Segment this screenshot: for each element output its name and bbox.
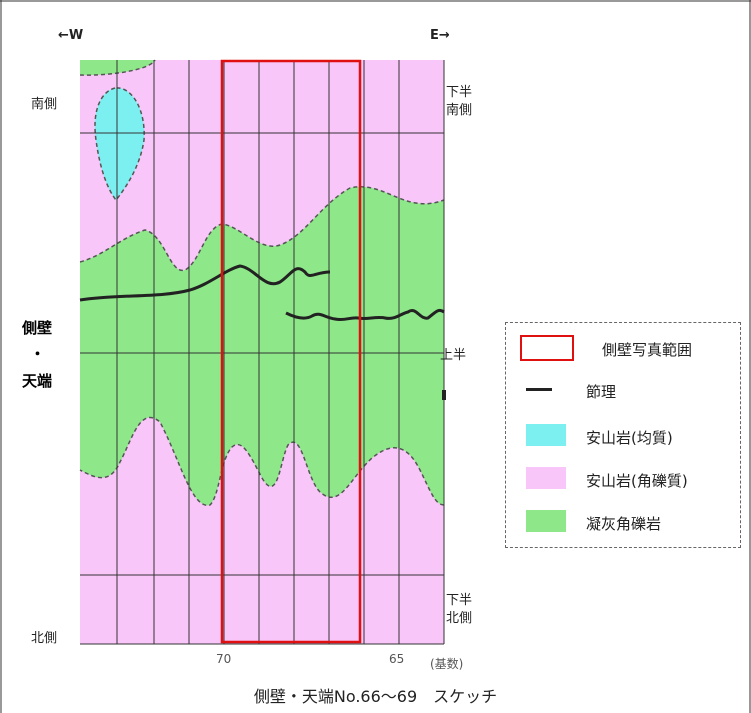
photo-range-swatch bbox=[520, 335, 574, 361]
tick-65: 65 bbox=[389, 652, 405, 666]
legend-row-photo-range: 側壁写真範囲 bbox=[506, 333, 740, 363]
unit-label: (基数) bbox=[430, 657, 464, 671]
tuff-breccia-band bbox=[80, 186, 444, 506]
upper-half-label: 上半 bbox=[440, 348, 467, 363]
lower-half-north-label-2: 北側 bbox=[446, 611, 473, 626]
legend-photo-range-label: 側壁写真範囲 bbox=[602, 341, 693, 359]
joint-swatch bbox=[526, 388, 552, 391]
side-wall-label: 側壁 bbox=[22, 319, 53, 337]
andesite-brecciated-swatch bbox=[526, 467, 566, 489]
legend-row-andesite-homogeneous: 安山岩(均質) bbox=[506, 421, 740, 451]
tick-70: 70 bbox=[216, 652, 232, 666]
joint-line-1 bbox=[79, 264, 331, 302]
joint-line-2 bbox=[285, 308, 445, 322]
lower-half-south-label-1: 下半 bbox=[446, 85, 473, 100]
south-side-label: 南側 bbox=[31, 97, 58, 112]
legend-joint-label: 節理 bbox=[586, 383, 617, 401]
tuff-breccia-boundary-top bbox=[79, 59, 156, 76]
legend-andesite-homogeneous-label: 安山岩(均質) bbox=[586, 429, 673, 447]
legend-row-tuff-breccia: 凝灰角礫岩 bbox=[506, 507, 740, 537]
andesite-homogeneous-area bbox=[94, 87, 145, 202]
lower-half-south-label-2: 南側 bbox=[446, 103, 473, 118]
legend-row-andesite-brecciated: 安山岩(角礫質) bbox=[506, 464, 740, 494]
tuff-breccia-swatch bbox=[526, 510, 566, 532]
west-direction-label: ←W bbox=[58, 28, 84, 43]
tuff-breccia-boundary-lower bbox=[79, 416, 445, 506]
grid-horizontal bbox=[80, 132, 444, 576]
dot-label: ・ bbox=[30, 345, 46, 363]
joint-edge-mark bbox=[442, 390, 446, 400]
legend-andesite-brecciated-label: 安山岩(角礫質) bbox=[586, 472, 688, 490]
east-direction-label: E→ bbox=[430, 28, 450, 43]
north-side-label: 北側 bbox=[31, 631, 58, 646]
legend-tuff-breccia-label: 凝灰角礫岩 bbox=[586, 515, 662, 533]
legend: 側壁写真範囲 節理 安山岩(均質) 安山岩(角礫質) 凝灰角礫岩 bbox=[505, 322, 741, 548]
crown-label: 天端 bbox=[22, 372, 53, 390]
photo-range-rect bbox=[220, 59, 362, 644]
lower-half-north-label-1: 下半 bbox=[446, 593, 473, 608]
tuff-breccia-boundary-upper bbox=[79, 186, 445, 271]
grid-vertical bbox=[116, 60, 400, 644]
sketch-caption: 側壁・天端No.66～69 スケッチ bbox=[253, 687, 498, 706]
andesite-homogeneous-swatch bbox=[526, 424, 566, 446]
legend-row-joint: 節理 bbox=[506, 375, 740, 405]
